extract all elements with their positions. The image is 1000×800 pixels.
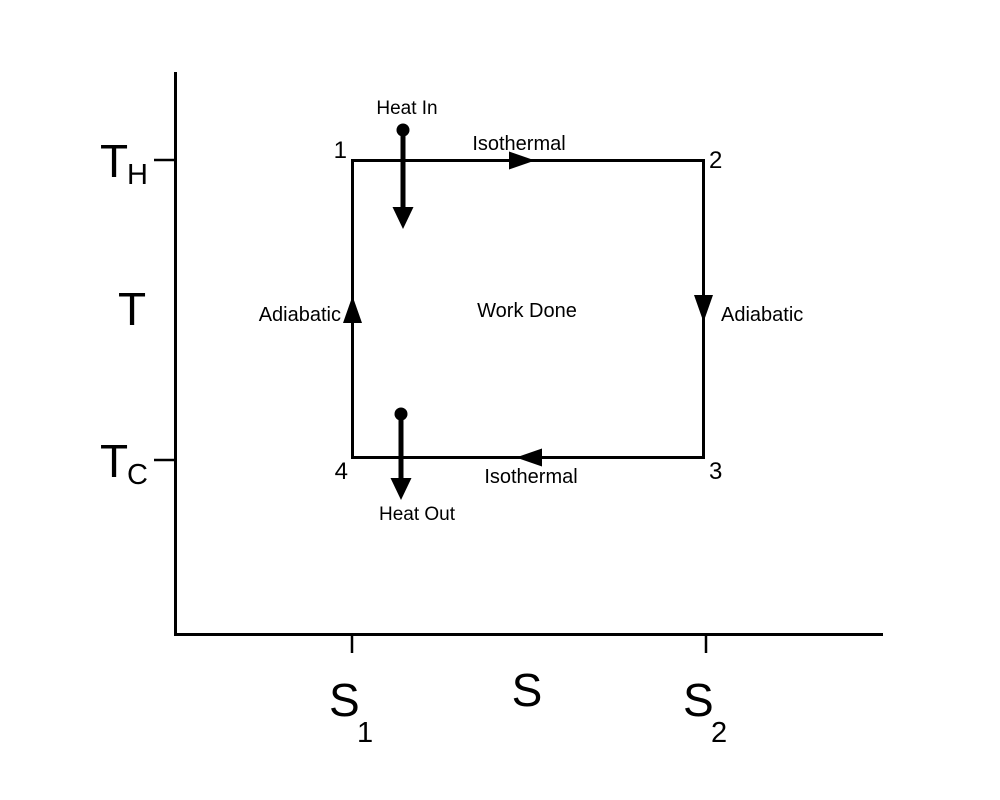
y-axis-title: T bbox=[118, 283, 146, 335]
y-tick-label-tc: T C bbox=[100, 435, 148, 491]
label-adiabatic-left: Adiabatic bbox=[259, 304, 341, 326]
label-heat-out: Heat Out bbox=[379, 504, 456, 525]
heat-out-dot bbox=[394, 407, 408, 421]
corner-label-3: 3 bbox=[709, 458, 722, 485]
label-isothermal-top: Isothermal bbox=[472, 133, 565, 155]
corner-label-1: 1 bbox=[334, 137, 347, 164]
label-work-done: Work Done bbox=[477, 300, 577, 322]
x-tick-label-s1: S 1 bbox=[329, 674, 373, 749]
corner-label-4: 4 bbox=[335, 458, 348, 485]
label-heat-in: Heat In bbox=[376, 98, 437, 119]
axis-lines bbox=[174, 72, 883, 636]
label-isothermal-bottom: Isothermal bbox=[484, 466, 577, 488]
x-tick-label-s2: S 2 bbox=[683, 674, 727, 749]
x-axis-title: S bbox=[512, 664, 543, 716]
heat-in-dot bbox=[396, 123, 410, 137]
heat-out-arrowhead bbox=[390, 478, 412, 500]
corner-label-2: 2 bbox=[709, 147, 722, 174]
adiabatic-right-arrowhead bbox=[694, 295, 713, 322]
heat-out-arrow: Heat Out bbox=[379, 407, 456, 525]
isothermal-top-arrowhead bbox=[509, 151, 535, 170]
isothermal-bottom-arrowhead bbox=[516, 448, 542, 467]
label-adiabatic-right: Adiabatic bbox=[721, 304, 803, 326]
y-tick-label-th: T H bbox=[100, 135, 148, 191]
heat-in-arrowhead bbox=[392, 207, 414, 229]
adiabatic-left-arrowhead bbox=[343, 296, 362, 323]
heat-in-arrow: Heat In bbox=[376, 98, 438, 229]
